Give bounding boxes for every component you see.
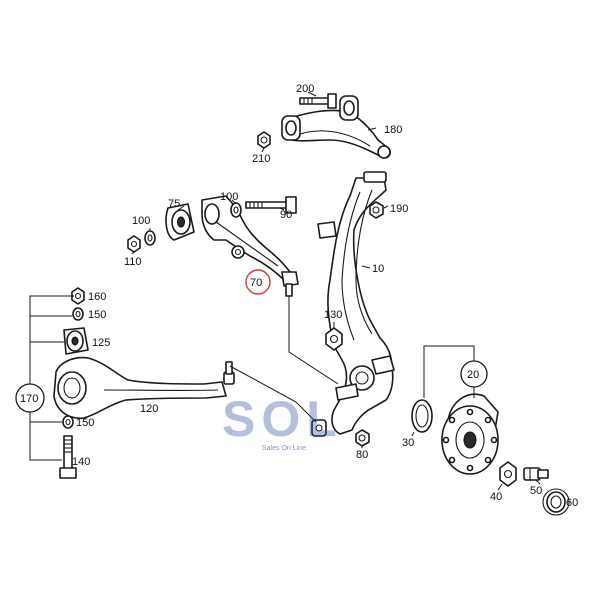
- label-190: 190: [390, 203, 408, 215]
- washer-100a: [144, 230, 156, 246]
- steering-knuckle: [311, 171, 395, 437]
- nut-160: [71, 287, 85, 305]
- sol-watermark: SOL Sales On Line: [222, 391, 343, 452]
- label-50: 50: [530, 485, 542, 497]
- label-40: 40: [490, 491, 502, 503]
- washer-150b: [62, 415, 74, 429]
- label-70: 70: [250, 277, 262, 289]
- bushing-125: [63, 327, 89, 355]
- label-10: 10: [372, 263, 384, 275]
- label-90: 90: [280, 209, 292, 221]
- highlight-circle-70: [245, 269, 271, 295]
- track-control-arm: [53, 356, 235, 420]
- cap-60: [546, 491, 566, 513]
- wheel-hub-20: [441, 393, 499, 475]
- label-20: 20: [467, 369, 479, 381]
- label-125: 125: [92, 337, 110, 349]
- callout-circle-60: [542, 488, 570, 516]
- bolt-50: [523, 467, 549, 481]
- nut-40: [499, 461, 517, 487]
- label-170: 170: [20, 393, 38, 405]
- bolt-90: [245, 196, 297, 214]
- nut-80: [355, 429, 370, 447]
- upper-control-arm: [281, 95, 391, 159]
- callout-circle-170: [15, 383, 45, 413]
- nut-110: [127, 235, 141, 253]
- leader-lines: [29, 91, 541, 491]
- watermark-logo: SOL: [222, 391, 343, 447]
- label-60: 60: [566, 497, 578, 509]
- bolt-140: [59, 435, 77, 479]
- label-150a: 150: [88, 309, 106, 321]
- nut-190: [369, 201, 384, 219]
- lower-arm-70: [201, 195, 299, 297]
- label-75: 75: [168, 198, 180, 210]
- label-100a: 100: [132, 215, 150, 227]
- label-180: 180: [384, 124, 402, 136]
- nut-130: [325, 327, 343, 351]
- label-140: 140: [72, 456, 90, 468]
- label-200: 200: [296, 83, 314, 95]
- label-160: 160: [88, 291, 106, 303]
- washer-100b: [230, 202, 242, 218]
- nut-210: [257, 131, 271, 149]
- seal-30: [411, 399, 433, 433]
- label-150b: 150: [76, 417, 94, 429]
- label-100b: 100: [220, 191, 238, 203]
- callout-circle-20: [460, 360, 488, 388]
- bushing-75: [165, 203, 195, 241]
- bolt-200: [299, 93, 337, 109]
- label-130: 130: [324, 309, 342, 321]
- label-80: 80: [356, 449, 368, 461]
- label-30: 30: [402, 437, 414, 449]
- washer-150a: [72, 307, 84, 321]
- label-210: 210: [252, 153, 270, 165]
- label-120: 120: [140, 403, 158, 415]
- watermark-tagline: Sales On Line: [262, 445, 306, 452]
- label-110: 110: [124, 256, 142, 268]
